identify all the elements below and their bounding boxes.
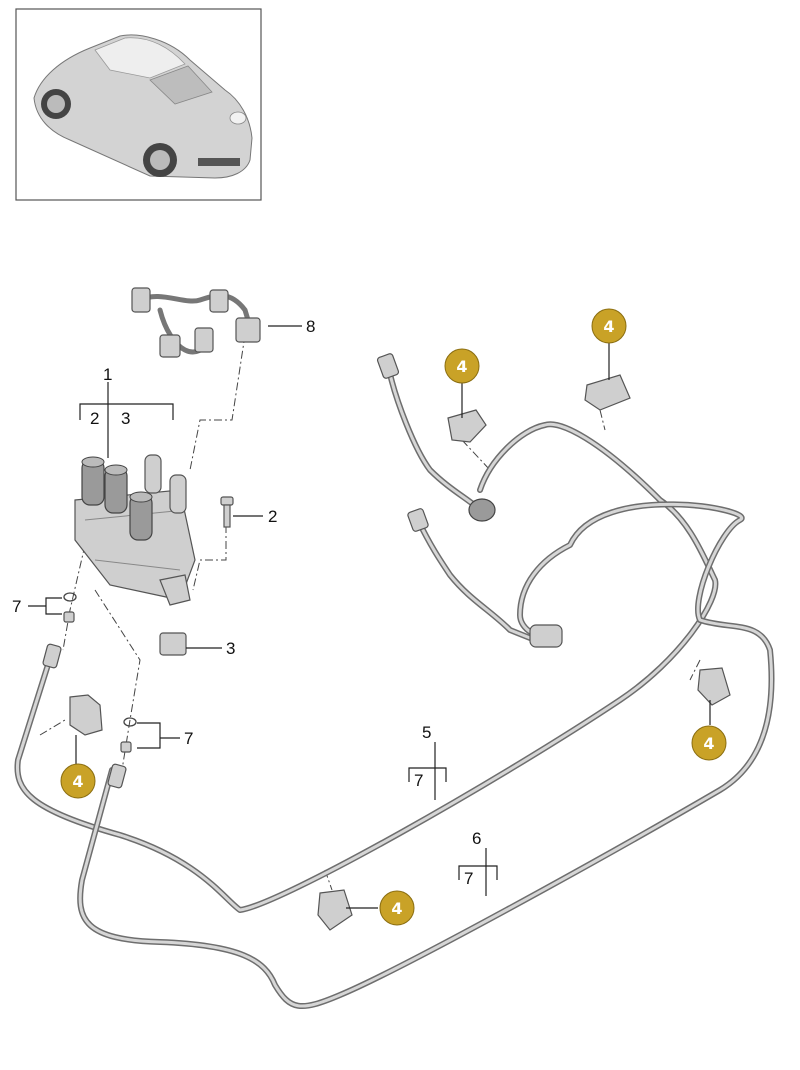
badge-clip-upper-right: 4	[591, 308, 627, 344]
callout-labels: 1 2 3 8 2 3 7 7 5 7 6 7	[12, 317, 481, 888]
badge-clip-right: 4	[691, 725, 727, 761]
pipe-5	[14, 421, 719, 913]
pipe-6	[77, 501, 775, 1010]
callout-7-pipe5: 7	[414, 771, 423, 790]
badge-clip-bottom: 4	[379, 890, 415, 926]
callout-3-sub: 3	[121, 409, 130, 428]
callout-7-pipe6: 7	[464, 869, 473, 888]
pipe-clips	[69, 374, 731, 931]
valve-block	[74, 454, 196, 606]
badge-clip-upper-mid: 4	[444, 348, 480, 384]
callout-7-left: 7	[12, 597, 21, 616]
svg-text:4: 4	[391, 899, 402, 918]
callout-6: 6	[472, 829, 481, 848]
callout-3: 3	[226, 639, 235, 658]
bolt-2	[220, 496, 234, 528]
svg-text:4: 4	[72, 772, 83, 791]
callout-1: 1	[103, 365, 112, 384]
svg-text:4: 4	[603, 317, 614, 336]
seal-ring-7	[63, 592, 137, 753]
callout-2-sub: 2	[90, 409, 99, 428]
svg-text:4: 4	[703, 734, 714, 753]
callout-leaders	[28, 325, 711, 909]
pipe-upper-right	[385, 362, 533, 641]
wiring-harness	[131, 287, 261, 358]
badge-clip-left: 4	[60, 763, 96, 799]
callout-8: 8	[306, 317, 315, 336]
callout-2: 2	[268, 507, 277, 526]
svg-text:4: 4	[456, 357, 467, 376]
callout-5: 5	[422, 723, 431, 742]
car-illustration	[33, 34, 253, 179]
callout-7-mid: 7	[184, 729, 193, 748]
assembly-lines	[39, 334, 701, 891]
vehicle-thumbnail	[15, 8, 262, 201]
brake-lines	[14, 353, 775, 1010]
cap-3	[159, 632, 187, 656]
pipe-fittings	[42, 353, 563, 789]
